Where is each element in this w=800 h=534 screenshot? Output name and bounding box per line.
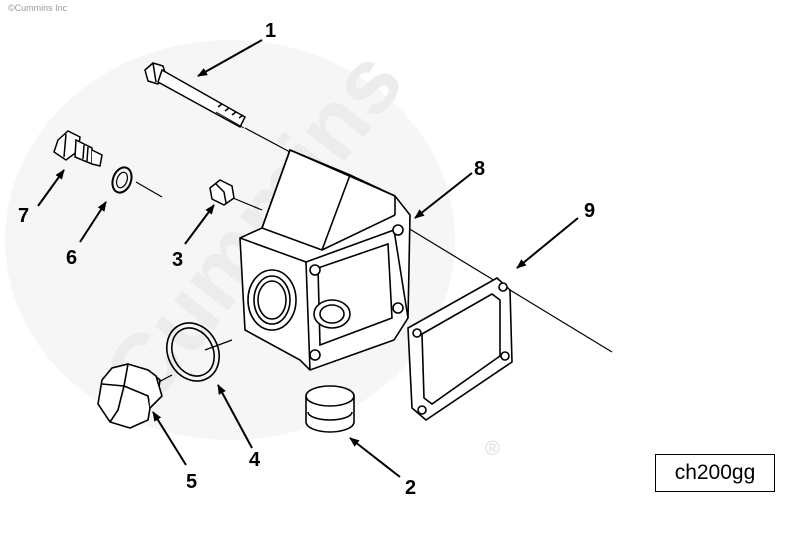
part-cap-screw	[144, 62, 246, 129]
leader-4	[217, 384, 253, 449]
callout-8: 8	[474, 158, 485, 180]
callout-1: 1	[265, 20, 276, 42]
reference-code-box: ch200gg	[655, 454, 775, 492]
part-washer	[111, 166, 133, 194]
callout-3: 3	[172, 249, 183, 271]
part-hex-plug	[97, 363, 163, 429]
part-pipe-plug	[209, 179, 235, 206]
part-cup-plug	[305, 385, 355, 433]
part-fitting	[53, 130, 103, 167]
leader-7	[37, 169, 65, 207]
leader-6	[79, 201, 107, 243]
leader-5	[152, 411, 187, 466]
leader-8	[414, 172, 473, 219]
callout-6: 6	[66, 247, 77, 269]
leader-9	[516, 217, 579, 269]
callout-9: 9	[584, 200, 595, 222]
callout-2: 2	[405, 477, 416, 499]
part-housing	[239, 148, 411, 371]
leader-lines	[37, 39, 579, 478]
leader-1	[197, 39, 263, 77]
callout-5: 5	[186, 471, 197, 493]
callout-7: 7	[18, 205, 29, 227]
copyright-notice: ©Cummins Inc	[8, 3, 68, 13]
part-o-ring	[166, 322, 220, 382]
callout-4: 4	[249, 449, 261, 471]
callout-numbers: 1 2 3 4 5 6 7 8 9	[18, 20, 595, 499]
leader-3	[184, 204, 215, 245]
part-gasket	[407, 277, 513, 422]
watermark-registered-mark: ®	[485, 438, 500, 460]
leader-2	[349, 437, 401, 478]
